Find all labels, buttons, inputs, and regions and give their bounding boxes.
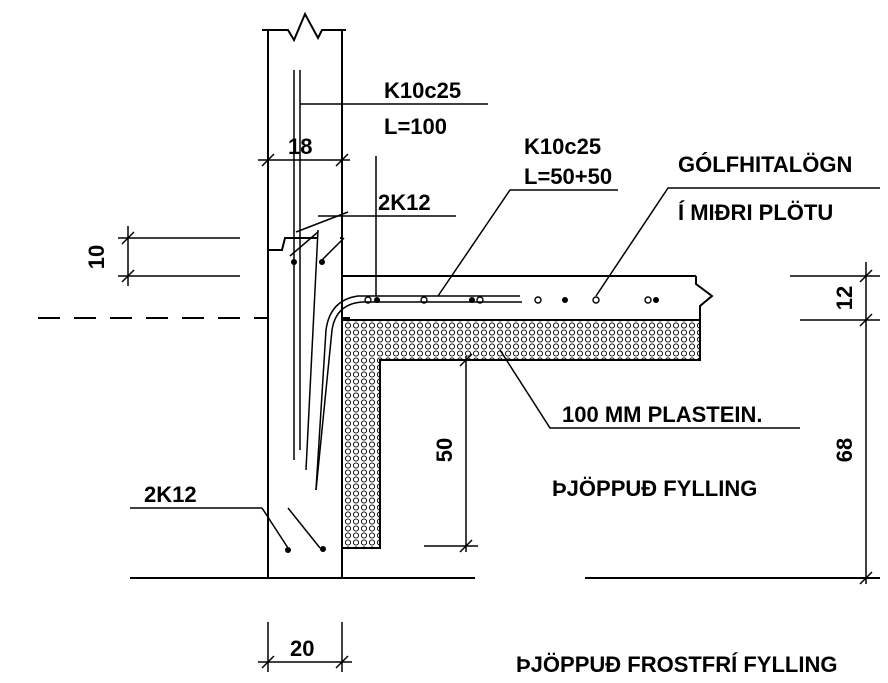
- dimension-wall-bottom: 20: [290, 636, 314, 661]
- upper-bar-spec: K10c25: [384, 78, 461, 103]
- top-corner-bars-label: 2K12: [378, 190, 431, 215]
- dimension-lines: [118, 153, 880, 672]
- dimension-step-height: 10: [84, 245, 109, 269]
- dimension-wall-top: 18: [288, 134, 312, 159]
- compacted-fill-label: ÞJÖPPUÐ FYLLING: [552, 476, 757, 501]
- bottom-corner-bars-label: 2K12: [144, 482, 197, 507]
- dimension-total-depth: 68: [832, 438, 857, 462]
- dimension-slab-thickness: 12: [832, 286, 857, 310]
- leader-lines: [130, 103, 880, 509]
- slab-bar-spec: K10c25: [524, 134, 601, 159]
- insulation-plastein: [341, 319, 701, 549]
- dimension-insulation-depth: 50: [432, 438, 457, 462]
- upper-bar-length: L=100: [384, 114, 447, 139]
- frost-free-fill-label: ÞJÖPPUÐ FROSTFRÍ FYLLING: [516, 652, 837, 677]
- ground-lines: [38, 317, 880, 579]
- slab-bar-length: L=50+50: [524, 164, 612, 189]
- reinforcement: [261, 70, 659, 553]
- foundation-wall: [262, 11, 346, 578]
- insulation-label: 100 MM PLASTEIN.: [562, 402, 762, 427]
- heating-pipes-position: Í MIÐRI PLÖTU: [678, 200, 833, 225]
- heating-pipes-label: GÓLFHITALÖGN: [678, 152, 852, 177]
